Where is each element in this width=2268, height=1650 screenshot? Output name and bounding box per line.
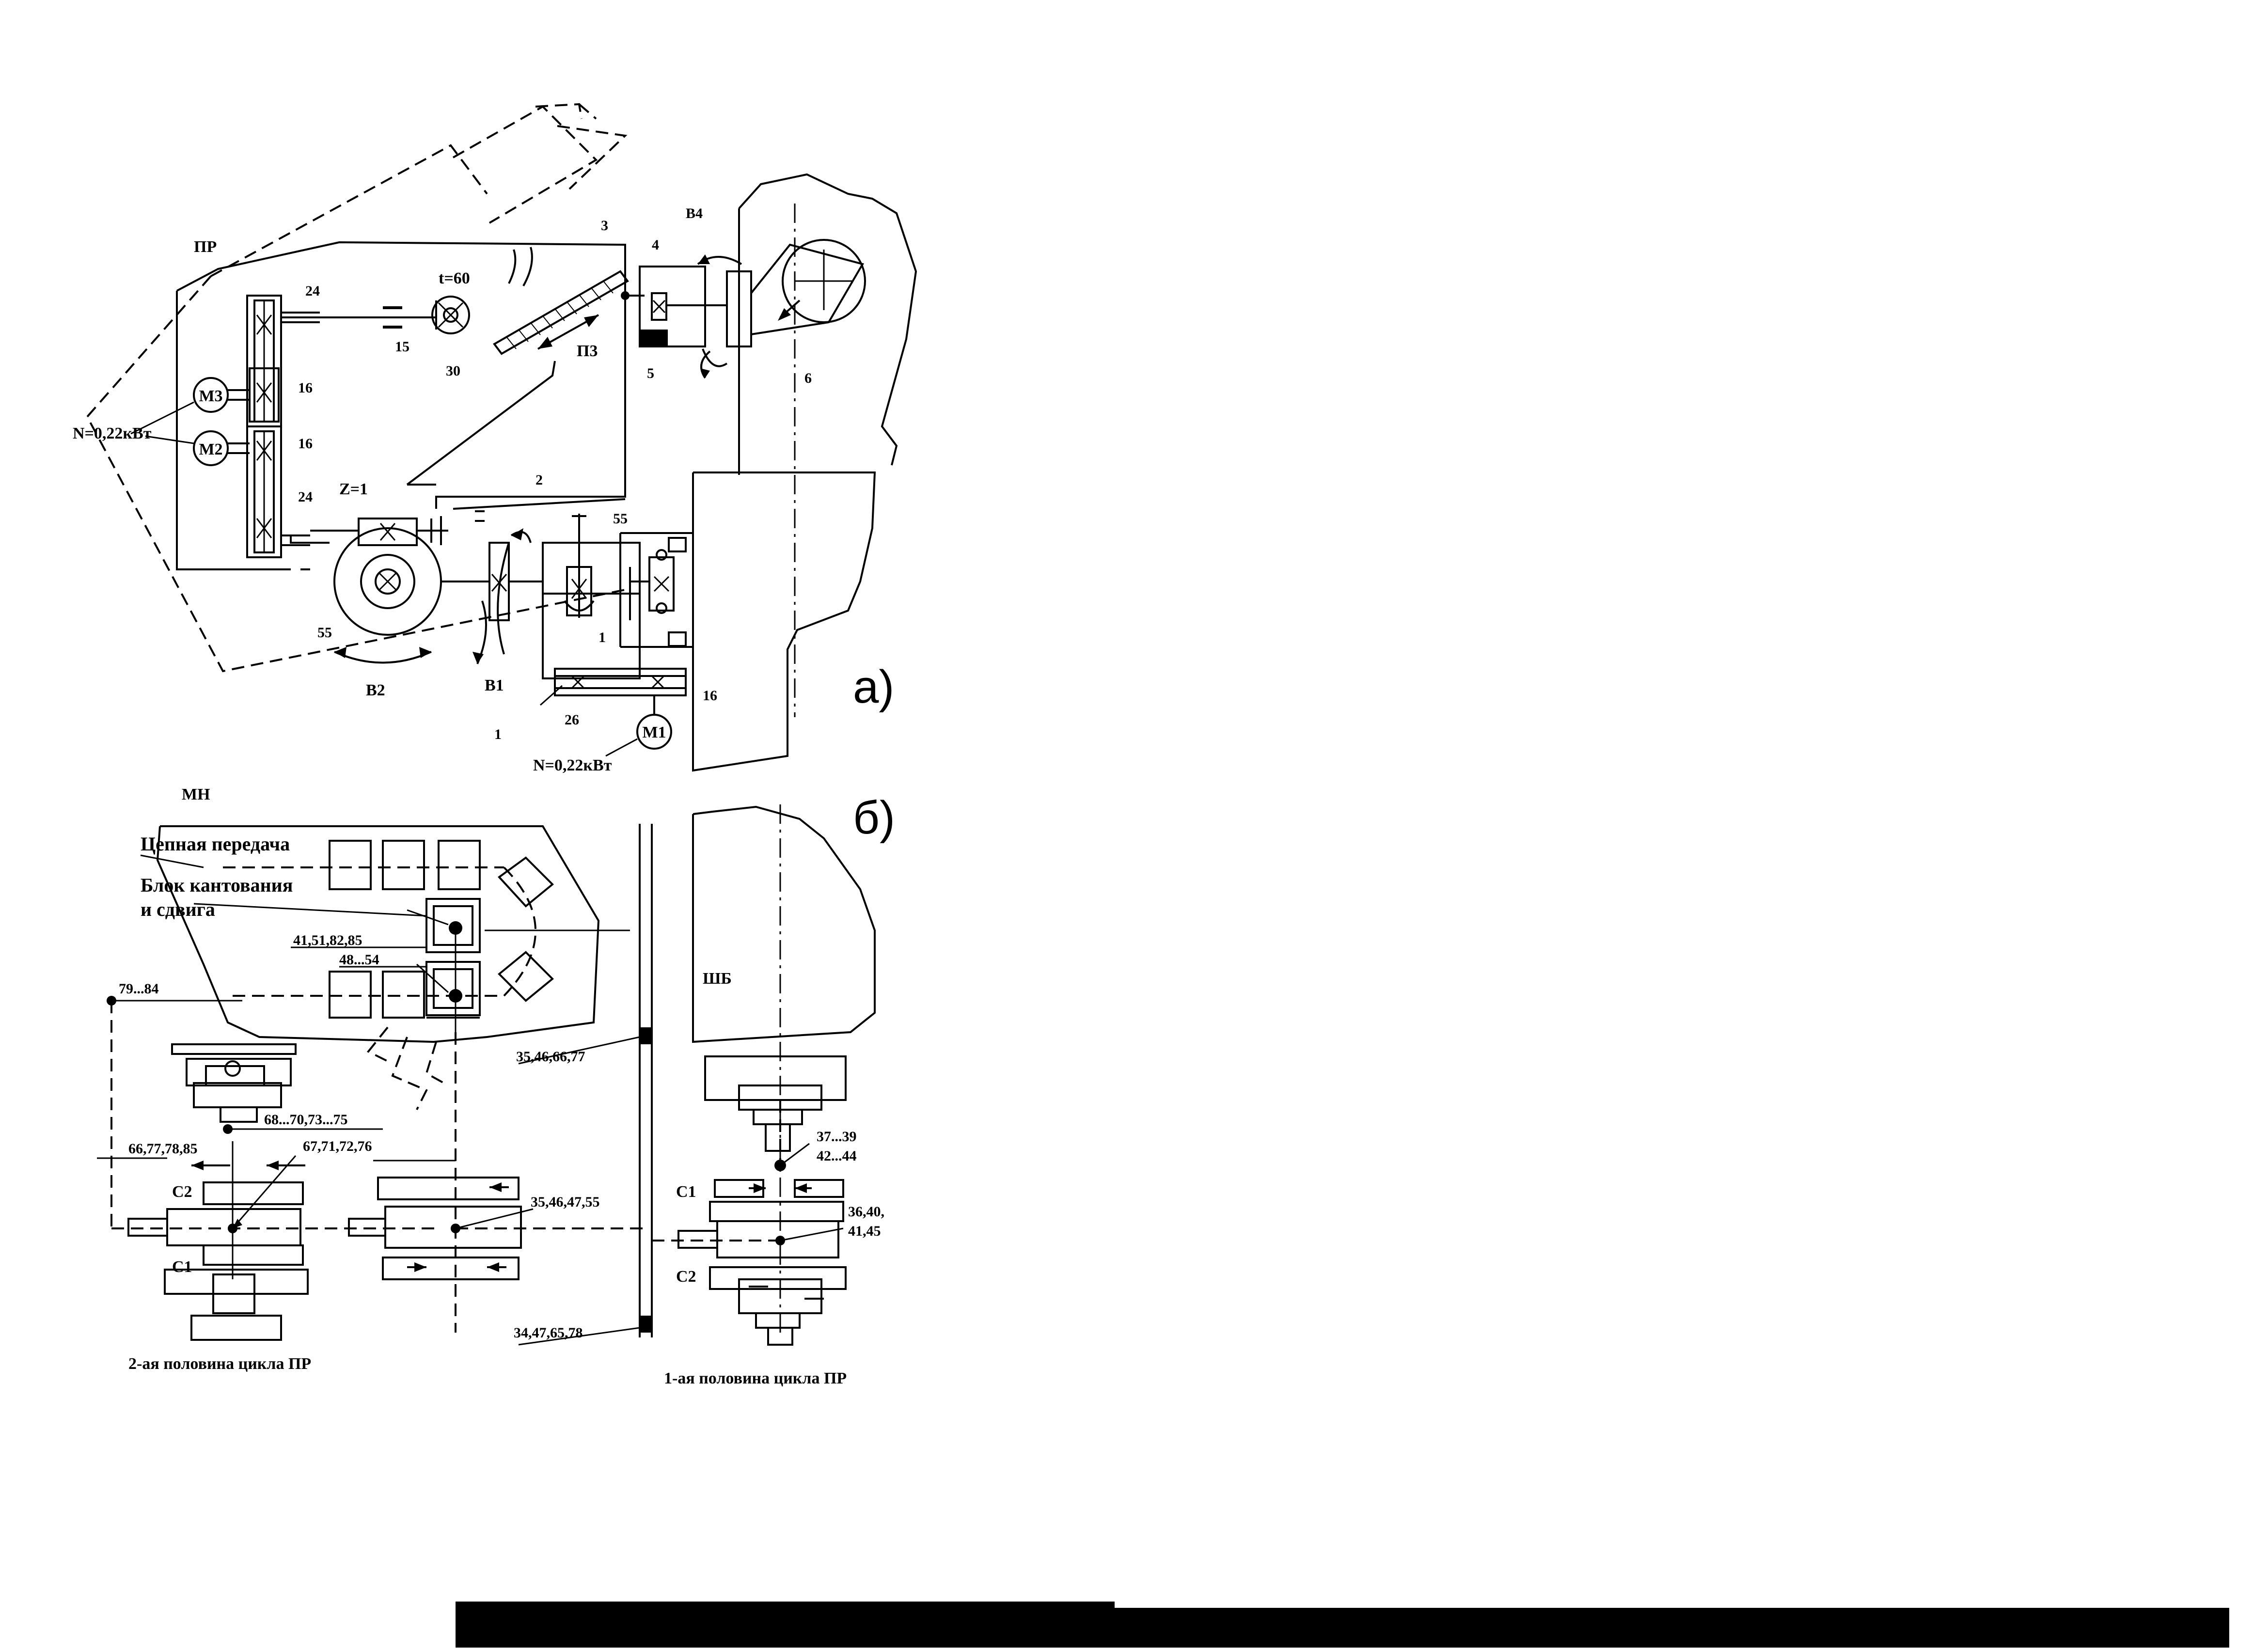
label-chain: Цепная передача <box>141 833 290 855</box>
label-67: 67,71,72,76 <box>303 1138 372 1154</box>
label-41: 41,51,82,85 <box>293 932 362 948</box>
panel-a-label: а) <box>853 661 894 713</box>
arrow-b1 <box>472 600 487 664</box>
panel-b: б) <box>97 786 895 1387</box>
label-b4: В4 <box>686 205 703 221</box>
robot-envelope-dashed <box>86 103 630 673</box>
label-37: 37...39 <box>817 1129 857 1145</box>
tilting-block <box>407 898 481 1032</box>
label-3: 3 <box>601 218 608 234</box>
label-36a: 36,40, <box>848 1204 884 1220</box>
arrow-p3 <box>537 314 599 350</box>
label-b1: В1 <box>485 676 504 694</box>
label-2: 2 <box>536 472 543 488</box>
label-35b: 35,46,47,55 <box>531 1194 600 1210</box>
worm-gear-55 <box>310 516 489 636</box>
m1-label: М1 <box>642 723 666 741</box>
label-power-top: N=0,22кВт <box>73 424 152 442</box>
label-16-b: 16 <box>298 436 313 452</box>
m3-label: М3 <box>199 387 222 405</box>
label-55-b: 55 <box>317 625 332 641</box>
label-c2-left: С2 <box>172 1183 192 1201</box>
gripper-sketch-dashed <box>366 1026 457 1333</box>
m2-label: М2 <box>199 440 222 458</box>
label-68: 68...70,73...75 <box>264 1112 348 1128</box>
gear-2 <box>475 510 543 655</box>
leader-chain <box>140 854 204 868</box>
label-z1: Z=1 <box>339 480 368 498</box>
left-chuck-upper <box>171 1043 297 1123</box>
label-1-a: 1 <box>598 629 606 645</box>
scan-bar-right <box>1115 1608 2229 1648</box>
label-block-2: и сдвига <box>141 898 215 920</box>
gear-stack-lower <box>246 425 310 558</box>
bevel-gear-15-30 <box>431 296 470 334</box>
leader-block <box>193 903 427 917</box>
leader-power-m2 <box>145 435 194 444</box>
vertical-rail <box>518 824 653 1346</box>
label-48: 48...54 <box>339 952 379 968</box>
arrow-b2 <box>334 647 432 664</box>
gear-stack-upper <box>246 295 436 427</box>
label-16-a: 16 <box>298 380 313 396</box>
label-c2-right: С2 <box>676 1268 696 1286</box>
robot-casing <box>176 241 626 570</box>
label-15: 15 <box>395 339 410 355</box>
leader-power-m3 <box>130 401 194 435</box>
label-4: 4 <box>652 237 659 253</box>
pr-label: ПР <box>194 238 217 256</box>
label-mn: МН <box>182 786 210 803</box>
label-24-bot: 24 <box>298 489 313 505</box>
link-rod <box>453 498 626 510</box>
label-30: 30 <box>446 363 460 379</box>
label-power-bot: N=0,22кВт <box>533 756 612 774</box>
right-chuck <box>652 1055 847 1346</box>
label-34: 34,47,65,78 <box>514 1325 583 1341</box>
label-p3: П3 <box>577 342 598 360</box>
machine-column <box>738 173 917 717</box>
label-42: 42...44 <box>817 1148 857 1164</box>
label-6: 6 <box>804 370 812 386</box>
machine-shb <box>692 804 876 1333</box>
panel-b-label: б) <box>853 792 895 844</box>
label-5: 5 <box>647 365 654 381</box>
label-block-1: Блок кантования <box>141 874 293 896</box>
label-79: 79...84 <box>119 981 159 997</box>
left-chuck-lower <box>97 1124 436 1341</box>
lead-screw-3 <box>493 247 645 355</box>
machine-lower-body <box>692 471 876 772</box>
label-36b: 41,45 <box>848 1223 881 1239</box>
label-24-top: 24 <box>305 283 320 299</box>
label-26: 26 <box>565 712 579 728</box>
panel-a: М3 М2 <box>73 103 917 774</box>
bearing-left-55 <box>290 535 330 570</box>
motor-m3: М3 <box>193 377 250 413</box>
gripper-block-5 <box>639 254 752 379</box>
label-half-1: 1-ая половина цикла ПР <box>664 1369 847 1387</box>
label-55-a: 55 <box>613 511 628 527</box>
label-66: 66,77,78,85 <box>128 1141 198 1157</box>
manipulator-body <box>156 825 630 1043</box>
label-t60: t=60 <box>439 269 470 287</box>
label-35a: 35,46,66,77 <box>516 1049 585 1065</box>
label-1-b: 1 <box>494 726 502 742</box>
drive-train-m1: М1 <box>540 514 693 757</box>
label-b2: В2 <box>366 681 385 699</box>
label-half-2: 2-ая половина цикла ПР <box>128 1355 311 1373</box>
label-c1-left: С1 <box>172 1258 192 1276</box>
label-shb: ШБ <box>703 970 732 988</box>
label-c1-right: С1 <box>676 1183 696 1201</box>
label-16-c: 16 <box>703 688 717 704</box>
middle-chuck <box>348 1160 645 1280</box>
motor-m2: М2 <box>193 430 250 466</box>
scan-bar-left <box>456 1602 1115 1648</box>
